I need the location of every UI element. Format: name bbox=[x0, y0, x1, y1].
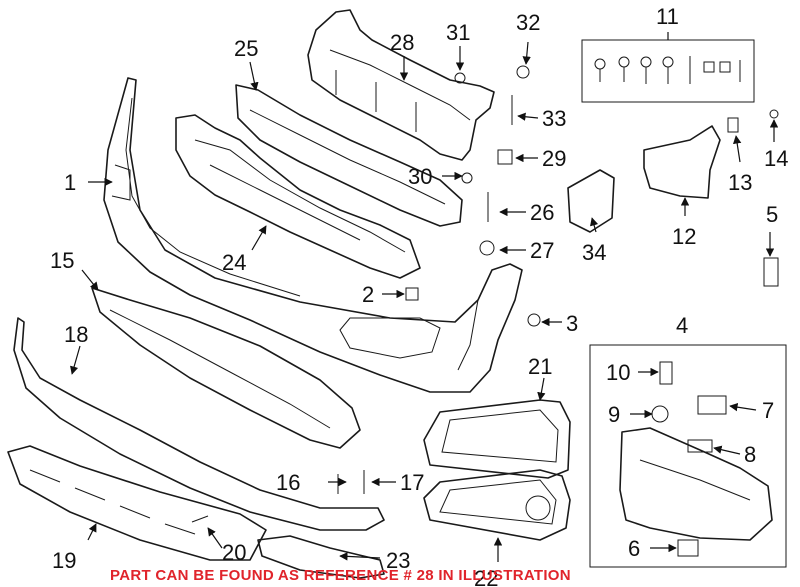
callout-26: 26 bbox=[530, 200, 554, 225]
fastener-kit-part[interactable] bbox=[594, 56, 741, 84]
lower-shield-part[interactable] bbox=[91, 287, 361, 449]
callout-25: 25 bbox=[234, 36, 258, 61]
callout-18: 18 bbox=[64, 322, 88, 347]
callout-16: 16 bbox=[276, 470, 300, 495]
bumper-cover-part[interactable] bbox=[103, 77, 523, 393]
lower-grille-part[interactable] bbox=[7, 445, 267, 561]
reinforcement-beam-part[interactable] bbox=[235, 84, 463, 227]
callout-29: 29 bbox=[542, 146, 566, 171]
callout-20: 20 bbox=[222, 540, 246, 565]
callout-3: 3 bbox=[566, 311, 578, 336]
callout-17: 17 bbox=[400, 470, 424, 495]
group-4-box bbox=[589, 344, 787, 568]
callout-6: 6 bbox=[628, 536, 640, 561]
bracket-12-part[interactable] bbox=[643, 125, 721, 199]
callout-30: 30 bbox=[408, 164, 432, 189]
callout-31: 31 bbox=[446, 20, 470, 45]
callout-12: 12 bbox=[672, 224, 696, 249]
callout-4: 4 bbox=[676, 313, 688, 338]
callout-5: 5 bbox=[766, 202, 778, 227]
callout-22: 22 bbox=[474, 566, 498, 587]
callout-23: 23 bbox=[386, 548, 410, 573]
callout-10: 10 bbox=[606, 360, 630, 385]
callout-24: 24 bbox=[222, 250, 246, 275]
callout-2: 2 bbox=[362, 282, 374, 307]
leader-lines bbox=[70, 32, 779, 562]
callout-labels: 1 2 3 4 5 6 7 8 9 10 11 12 13 14 15 16 1… bbox=[50, 4, 788, 587]
energy-absorber-part[interactable] bbox=[175, 114, 421, 279]
callout-14: 14 bbox=[764, 146, 788, 171]
callout-8: 8 bbox=[744, 442, 756, 467]
bracket-34-part[interactable] bbox=[567, 169, 615, 233]
fog-lamp-bezel-lower-part[interactable] bbox=[423, 469, 571, 541]
callout-33: 33 bbox=[542, 106, 566, 131]
fog-lamp-bezel-upper-part[interactable] bbox=[423, 399, 571, 479]
mesh-insert-part[interactable] bbox=[257, 535, 385, 579]
callout-15: 15 bbox=[50, 248, 74, 273]
callout-7: 7 bbox=[762, 398, 774, 423]
lower-grille-trim-part[interactable] bbox=[13, 317, 385, 531]
callout-28: 28 bbox=[390, 30, 414, 55]
callout-32: 32 bbox=[516, 10, 540, 35]
callout-9: 9 bbox=[608, 402, 620, 427]
callout-21: 21 bbox=[528, 354, 552, 379]
bumper-carrier-part[interactable] bbox=[307, 9, 495, 161]
callout-27: 27 bbox=[530, 238, 554, 263]
callout-19: 19 bbox=[52, 548, 76, 573]
footer-note: PART CAN BE FOUND AS REFERENCE # 28 IN I… bbox=[110, 567, 571, 584]
callout-1: 1 bbox=[64, 170, 76, 195]
callout-11: 11 bbox=[656, 4, 679, 29]
side-panel-part[interactable] bbox=[619, 427, 773, 541]
callout-34: 34 bbox=[582, 240, 606, 265]
callout-13: 13 bbox=[728, 170, 752, 195]
